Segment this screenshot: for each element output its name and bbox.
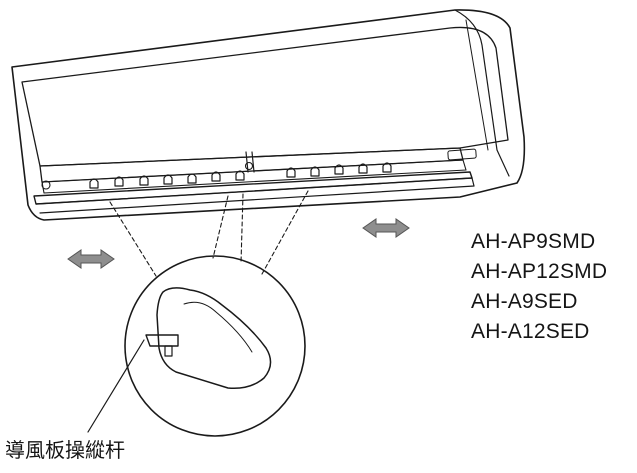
model-label: AH-AP9SMD xyxy=(471,230,596,253)
side-cap xyxy=(454,9,510,177)
detail-leader-lines xyxy=(109,190,309,277)
left-right-arrow-icon xyxy=(362,218,410,238)
detail-circle xyxy=(124,255,306,437)
louver-lever-label: 導風板操縱杆 xyxy=(5,438,125,462)
indoor-unit xyxy=(11,9,526,221)
lever-knob xyxy=(156,287,272,390)
air-outlet xyxy=(39,147,464,183)
model-label: AH-AP12SMD xyxy=(471,260,608,283)
model-label: AH-A9SED xyxy=(471,290,578,313)
callout-leader xyxy=(87,339,145,433)
front-panel xyxy=(21,26,509,167)
magnified-detail xyxy=(124,255,306,437)
unit-outline xyxy=(11,9,526,221)
model-list: AH-AP9SMD AH-AP12SMD AH-A9SED AH-A12SED xyxy=(471,227,607,347)
vertical-vanes xyxy=(89,162,392,189)
model-label: AH-A12SED xyxy=(471,320,590,343)
left-right-arrow-icon xyxy=(67,249,115,269)
